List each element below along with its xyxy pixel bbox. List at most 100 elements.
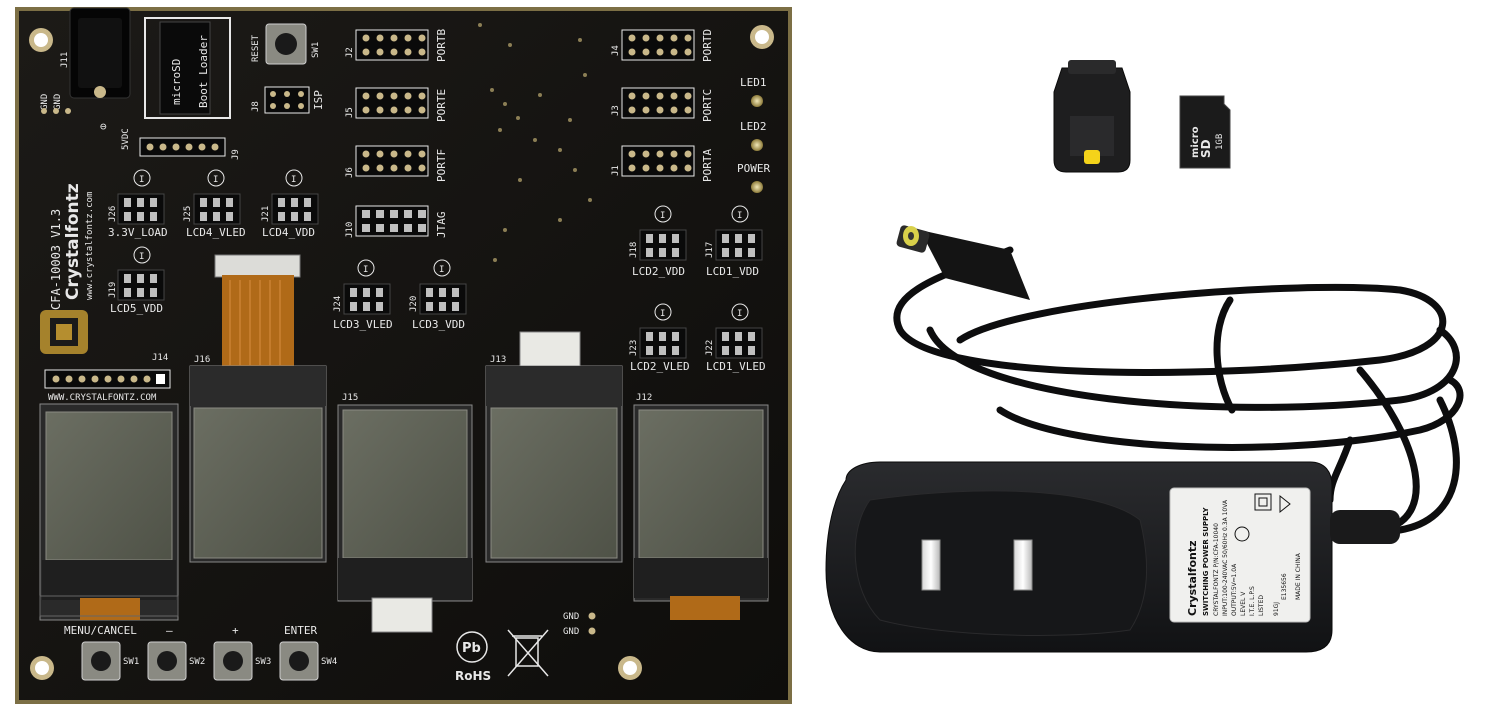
isp-label: ISP [312,90,325,110]
dc-jack: J11 GND GND ⊖ 5VDC [40,7,131,150]
adapter-made-text: MADE IN CHINA [1295,552,1302,600]
lcd-module-1 [39,403,179,621]
port-name-portf: PORTF [435,149,448,182]
svg-text:J19: J19 [108,282,118,298]
jumper-j22: I J22 LCD1_VLED [705,303,766,373]
gnd-label-1: GND [40,94,50,110]
adapter-enum-text: E135656 [1281,573,1288,600]
plug-recess [854,490,1147,636]
jumper-label-lcd4-vdd: LCD4_VDD [262,226,315,239]
jumper-j23: I J23 LCD2_VLED [629,303,690,373]
adapter-label: Crystalfontz SWITCHING POWER SUPPLY CRYS… [1169,487,1311,623]
menu-cancel-button[interactable]: SW1 [81,641,139,681]
vdc-label: 5VDC [121,128,131,150]
j8-label: J8 [251,101,261,112]
port-name-jtag: JTAG [435,212,448,239]
website-url-label: WWW.CRYSTALFONTZ.COM [48,393,157,403]
adapter-brand-text: Crystalfontz [1186,540,1199,616]
microsd-slot: microSD Boot Loader [144,17,231,119]
power-led-label: POWER [737,162,770,175]
port-name-porta: PORTA [701,149,714,182]
svg-text:J18: J18 [629,242,639,258]
enter-button[interactable]: SW4 [279,641,337,681]
rohs-mark: Pb RoHS [455,629,549,683]
board-model-label: CFA-10003 V1.3 [49,209,63,310]
reset-sw-label: SW1 [311,42,321,58]
fcc-ce-marks-icon [1234,493,1291,542]
jumper-j19: I J19 LCD5_VDD [108,246,165,315]
jumper-label-lcd2-vled: LCD2_VLED [630,360,690,373]
fpc-connector-j16: J16 [194,254,301,370]
adapter-input-text: INPUT:100-240VAC 50/60Hz 0.3A 10VA [1222,499,1229,616]
svg-text:I: I [737,211,742,221]
svg-text:J25: J25 [183,206,193,222]
jumper-j18: I J18 LCD2_VDD [629,205,687,278]
board-brand-label: Crystalfontz [63,183,83,300]
svg-text:J20: J20 [409,296,419,312]
minus-button[interactable]: SW2 [147,641,205,681]
j15-label: J15 [342,393,358,403]
jumper-label-lcd1-vled: LCD1_VLED [706,360,766,373]
svg-text:I: I [660,211,665,221]
j13-label: J13 [490,355,506,365]
weee-bin-icon [507,629,549,677]
port-header-porta: J1 PORTA [611,145,714,182]
menu-cancel-label: MENU/CANCEL [64,624,137,637]
svg-text:I: I [439,265,444,275]
svg-text:I: I [660,309,665,319]
reset-button[interactable]: RESET SW1 [251,23,321,65]
jumper-j24: I J24 LCD3_VLED [333,259,393,331]
status-leds: LED1 LED2 POWER [737,76,770,193]
plus-button[interactable]: SW3 [213,641,271,681]
led1-label: LED1 [740,76,767,89]
enter-label: ENTER [284,624,317,637]
reader-led-icon [1084,150,1100,164]
svg-text:I: I [291,175,296,185]
led2-label: LED2 [740,120,767,133]
j9-label: J9 [231,149,241,160]
sd-size-text: 1GB [1215,134,1225,150]
power-adapter: Crystalfontz SWITCHING POWER SUPPLY CRYS… [825,225,1464,653]
jumper-label-lcd4-vled: LCD4_VLED [186,226,246,239]
adapter-output-text: OUTPUT:5V⎓1.0A [1231,563,1238,616]
jumper-j17: I J17 LCD1_VDD [705,205,763,278]
jumper-label-lcd3-vdd: LCD3_VDD [412,318,465,331]
port-name-portd: PORTD [701,29,714,62]
jumper-label-lcd5-vdd: LCD5_VDD [110,302,163,315]
lcd-module-5: J12 [633,393,769,620]
jumper-label-3v3-load: 3.3V_LOAD [108,226,168,239]
svg-text:J26: J26 [108,206,118,222]
lcd-module-2 [189,365,327,563]
vias [478,23,592,262]
pcb-board: J11 GND GND ⊖ 5VDC microSD Boot Loader R… [15,7,792,704]
jumper-label-lcd2-vdd: LCD2_VDD [632,265,685,278]
power-symbol-icon: ⊖ [100,120,107,133]
jumper-label-lcd3-vled: LCD3_VLED [333,318,393,331]
svg-text:SW1: SW1 [123,657,139,667]
plus-label: + [232,624,239,637]
board-branding: CFA-10003 V1.3 Crystalfontz www.crystalf… [40,183,95,354]
svg-text:SW4: SW4 [321,657,337,667]
led1-icon [751,95,763,107]
microsd-label: microSD [170,59,183,105]
svg-text:GND: GND [563,612,579,622]
board-website-label: www.crystalfontz.com [85,192,95,300]
microsd-card: micro SD 1GB [1179,95,1231,169]
port-header-porte: J5 PORTE [345,87,448,122]
strain-relief [1330,510,1400,544]
svg-text:J21: J21 [261,206,271,222]
adapter-level-text: LEVEL V [1240,591,1247,616]
svg-text:I: I [363,265,368,275]
svg-text:J24: J24 [333,296,343,312]
adapter-title-text: SWITCHING POWER SUPPLY [1202,506,1210,616]
port-ref-j6: J6 [345,167,355,178]
svg-text:GND: GND [563,627,579,637]
svg-text:SW3: SW3 [255,657,271,667]
jumper-j21: I J21 LCD4_VDD [261,169,319,239]
j9-header: J9 [139,137,241,160]
bootloader-label: Boot Loader [197,35,210,108]
lcd-module-4: J13 [485,331,623,563]
port-header-portb: J2 PORTB [345,29,448,62]
port-ref-j4: J4 [611,45,621,56]
